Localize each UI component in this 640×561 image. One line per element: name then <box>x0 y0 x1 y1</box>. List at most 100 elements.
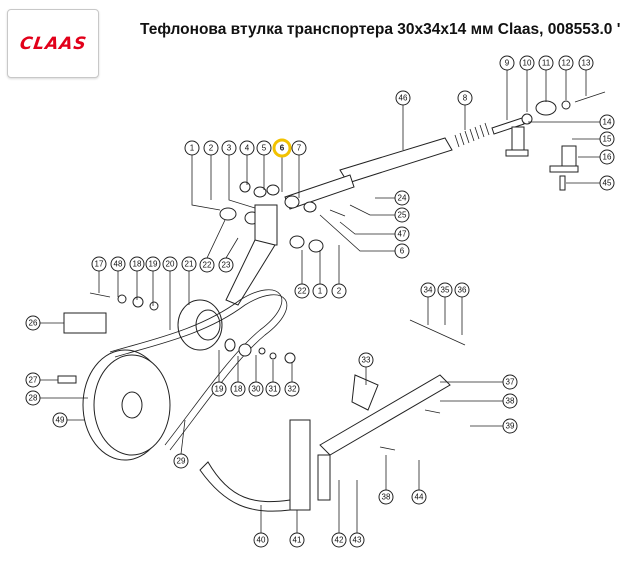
svg-text:1: 1 <box>190 144 195 153</box>
callout-21[interactable]: 21 <box>181 256 197 272</box>
callout-36[interactable]: 36 <box>454 282 470 298</box>
callout-37[interactable]: 37 <box>502 374 518 390</box>
callout-2[interactable]: 2 <box>203 140 219 156</box>
callout-11[interactable]: 11 <box>538 55 554 71</box>
svg-text:23: 23 <box>222 261 231 270</box>
callout-1[interactable]: 1 <box>312 283 328 299</box>
callout-20[interactable]: 20 <box>162 256 178 272</box>
callout-22[interactable]: 22 <box>294 283 310 299</box>
svg-text:6: 6 <box>400 247 405 256</box>
callout-3[interactable]: 3 <box>221 140 237 156</box>
svg-text:43: 43 <box>353 536 362 545</box>
svg-text:15: 15 <box>603 135 612 144</box>
svg-text:12: 12 <box>562 59 571 68</box>
svg-text:19: 19 <box>215 385 224 394</box>
callout-49[interactable]: 49 <box>52 412 68 428</box>
svg-text:30: 30 <box>252 385 261 394</box>
callout-44[interactable]: 44 <box>411 489 427 505</box>
svg-text:2: 2 <box>209 144 214 153</box>
svg-text:1: 1 <box>318 287 323 296</box>
callout-19[interactable]: 19 <box>145 256 161 272</box>
callout-48[interactable]: 48 <box>110 256 126 272</box>
callout-list: 9 10 11 12 13 46 8 14 15 16 45 1 2 3 4 5… <box>25 55 615 548</box>
callout-29[interactable]: 29 <box>173 453 189 469</box>
callout-26[interactable]: 26 <box>25 315 41 331</box>
callout-23[interactable]: 23 <box>218 257 234 273</box>
callout-42[interactable]: 42 <box>331 532 347 548</box>
callout-34[interactable]: 34 <box>420 282 436 298</box>
callout-43[interactable]: 43 <box>349 532 365 548</box>
callout-9[interactable]: 9 <box>499 55 515 71</box>
callout-2[interactable]: 2 <box>331 283 347 299</box>
page-title: Тефлонова втулка транспортера 30x34x14 м… <box>140 21 621 38</box>
callout-24[interactable]: 24 <box>394 190 410 206</box>
svg-text:42: 42 <box>335 536 344 545</box>
callout-15[interactable]: 15 <box>599 131 615 147</box>
callout-8[interactable]: 8 <box>457 90 473 106</box>
svg-text:7: 7 <box>297 144 302 153</box>
svg-text:44: 44 <box>415 493 424 502</box>
callout-41[interactable]: 41 <box>289 532 305 548</box>
claas-logo: CLAAS <box>7 9 99 78</box>
svg-text:35: 35 <box>441 286 450 295</box>
svg-text:21: 21 <box>185 260 194 269</box>
svg-text:48: 48 <box>114 260 123 269</box>
svg-text:29: 29 <box>177 457 186 466</box>
svg-text:49: 49 <box>56 416 65 425</box>
svg-text:36: 36 <box>458 286 467 295</box>
svg-text:9: 9 <box>505 59 510 68</box>
callout-1[interactable]: 1 <box>184 140 200 156</box>
svg-text:47: 47 <box>398 230 407 239</box>
callout-33[interactable]: 33 <box>358 352 374 368</box>
callout-18[interactable]: 18 <box>230 381 246 397</box>
svg-text:22: 22 <box>203 261 212 270</box>
callout-45[interactable]: 45 <box>599 175 615 191</box>
callout-18[interactable]: 18 <box>129 256 145 272</box>
callout-5[interactable]: 5 <box>256 140 272 156</box>
svg-text:40: 40 <box>257 536 266 545</box>
svg-text:37: 37 <box>506 378 515 387</box>
svg-text:18: 18 <box>234 385 243 394</box>
shaft-assembly <box>219 91 606 306</box>
svg-text:41: 41 <box>293 536 302 545</box>
svg-text:11: 11 <box>542 59 551 68</box>
svg-text:17: 17 <box>95 260 104 269</box>
callout-35[interactable]: 35 <box>437 282 453 298</box>
callout-32[interactable]: 32 <box>284 381 300 397</box>
callout-40[interactable]: 40 <box>253 532 269 548</box>
svg-text:6: 6 <box>280 144 285 153</box>
callout-7[interactable]: 7 <box>291 140 307 156</box>
callout-14[interactable]: 14 <box>599 114 615 130</box>
callout-19[interactable]: 19 <box>211 381 227 397</box>
svg-text:8: 8 <box>463 94 468 103</box>
callout-30[interactable]: 30 <box>248 381 264 397</box>
svg-text:25: 25 <box>398 211 407 220</box>
callout-13[interactable]: 13 <box>578 55 594 71</box>
svg-text:38: 38 <box>382 493 391 502</box>
callout-22[interactable]: 22 <box>199 257 215 273</box>
callout-10[interactable]: 10 <box>519 55 535 71</box>
callout-6[interactable]: 6 <box>394 243 410 259</box>
svg-text:24: 24 <box>398 194 407 203</box>
svg-text:28: 28 <box>29 394 38 403</box>
callout-6-highlighted[interactable]: 6 <box>272 138 292 158</box>
svg-text:32: 32 <box>288 385 297 394</box>
callout-16[interactable]: 16 <box>599 149 615 165</box>
callout-46[interactable]: 46 <box>395 90 411 106</box>
callout-12[interactable]: 12 <box>558 55 574 71</box>
callout-31[interactable]: 31 <box>265 381 281 397</box>
callout-25[interactable]: 25 <box>394 207 410 223</box>
svg-text:22: 22 <box>298 287 307 296</box>
svg-text:19: 19 <box>149 260 158 269</box>
svg-text:5: 5 <box>262 144 267 153</box>
callout-17[interactable]: 17 <box>91 256 107 272</box>
callout-39[interactable]: 39 <box>502 418 518 434</box>
svg-text:4: 4 <box>245 144 250 153</box>
callout-28[interactable]: 28 <box>25 390 41 406</box>
callout-38[interactable]: 38 <box>502 393 518 409</box>
callout-27[interactable]: 27 <box>25 372 41 388</box>
callout-38[interactable]: 38 <box>378 489 394 505</box>
callout-47[interactable]: 47 <box>394 226 410 242</box>
callout-4[interactable]: 4 <box>239 140 255 156</box>
